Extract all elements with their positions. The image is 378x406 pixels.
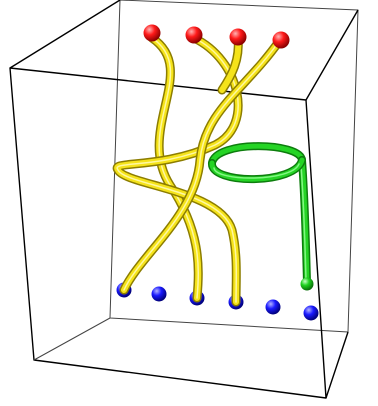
bottom-bead-5: [265, 299, 281, 315]
yellow-strands: [112, 33, 285, 307]
green-strand: [208, 142, 314, 291]
box-edge-bottom-right: [325, 331, 349, 399]
top-beads: [143, 24, 290, 49]
box-edge-top-left: [9, 0, 121, 69]
bottom-beads: [116, 282, 319, 321]
top-bead-3: [229, 28, 247, 46]
wireframe-box: [9, 0, 359, 399]
top-bead-4: [272, 31, 290, 49]
yellow-strand-1: [147, 33, 203, 303]
bottom-bead-2: [151, 286, 167, 302]
top-bead-2: [185, 26, 203, 44]
box-edge-top-right: [305, 9, 359, 101]
box-edge-bottom-left: [33, 317, 111, 361]
green-loop-front: [208, 156, 306, 184]
bottom-bead-6: [303, 305, 319, 321]
green-bead: [300, 277, 314, 291]
top-bead-1: [143, 24, 161, 42]
